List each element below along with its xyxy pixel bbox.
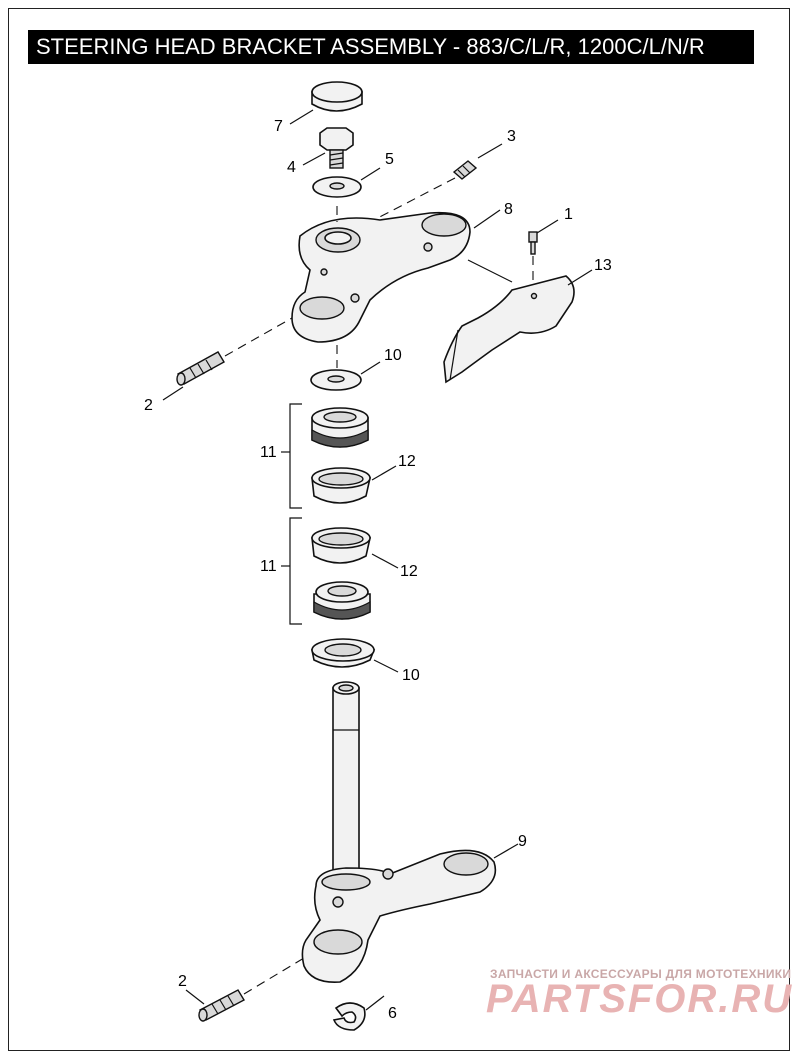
callout-8: 8 — [504, 201, 513, 218]
callout-7: 7 — [274, 118, 283, 135]
callout-13: 13 — [594, 257, 612, 274]
part-13-cover — [443, 275, 575, 384]
part-11-bearing-lower — [313, 581, 371, 620]
callout-2-lower: 2 — [178, 973, 187, 990]
part-4-bolt — [319, 127, 354, 169]
part-2-bolt-lower — [198, 989, 245, 1022]
callout-3: 3 — [507, 128, 516, 145]
part-1-screw — [528, 231, 538, 255]
part-8-upper-bracket — [291, 211, 471, 343]
group-11-bracket-lower — [289, 517, 302, 625]
part-3-screw — [452, 160, 478, 180]
part-2-bolt-upper — [176, 351, 225, 386]
diagram-frame — [8, 8, 790, 1051]
callout-10-lower: 10 — [402, 667, 420, 684]
callout-12-upper: 12 — [398, 453, 416, 470]
part-9-lower-bracket-stem — [301, 681, 497, 983]
part-10-seal-lower — [311, 638, 376, 668]
part-11-bearing-upper — [311, 407, 369, 448]
watermark-tagline: ЗАПЧАСТИ И АКСЕССУАРЫ ДЛЯ МОТОТЕХНИКИ — [490, 967, 791, 981]
callout-9: 9 — [518, 833, 527, 850]
callout-10-upper: 10 — [384, 347, 402, 364]
callout-6: 6 — [388, 1005, 397, 1022]
part-5-washer — [312, 176, 362, 198]
callout-11-lower: 11 — [260, 558, 277, 575]
callout-11-upper: 11 — [260, 444, 277, 461]
part-7-cap — [311, 81, 363, 112]
callout-1: 1 — [564, 206, 573, 223]
page-title: STEERING HEAD BRACKET ASSEMBLY - 883/C/L… — [28, 30, 754, 64]
part-12-cup-upper — [311, 467, 371, 504]
watermark-brand: PARTSFOR.RU — [486, 977, 793, 1021]
callout-5: 5 — [385, 151, 394, 168]
part-6-clip — [332, 1002, 366, 1031]
group-11-bracket-upper — [289, 403, 302, 509]
callout-2-upper: 2 — [144, 397, 153, 414]
callout-12-lower: 12 — [400, 563, 418, 580]
part-12-cup-lower — [311, 527, 371, 564]
callout-4: 4 — [287, 159, 296, 176]
part-10-seal-upper — [310, 369, 362, 391]
